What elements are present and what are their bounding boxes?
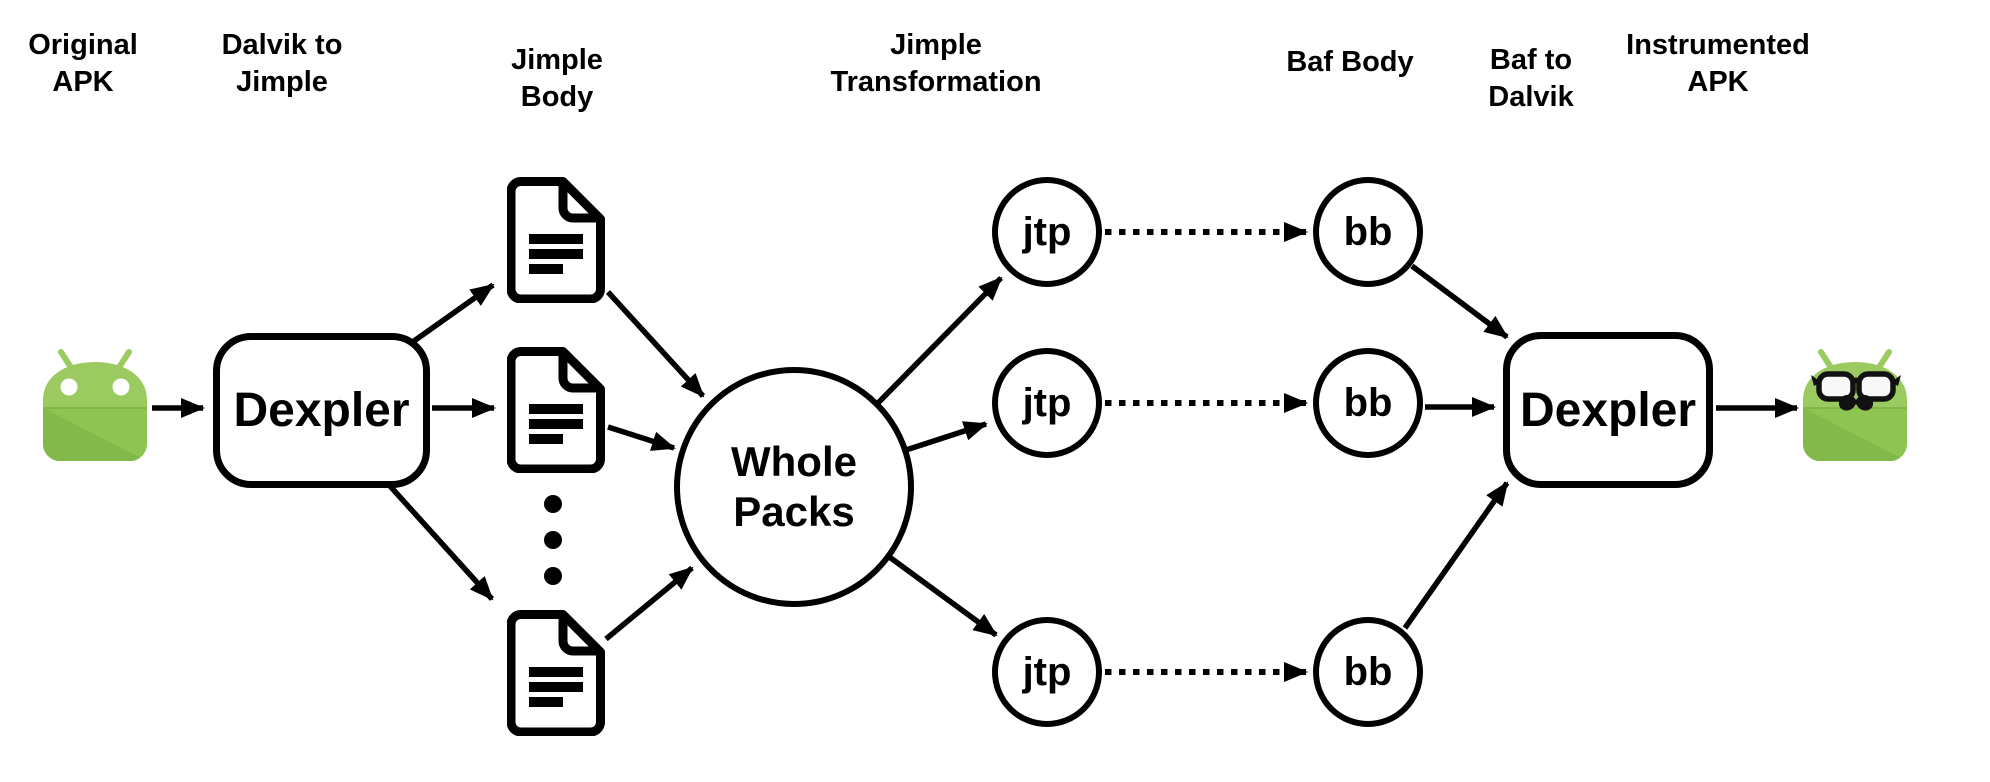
edge-dexpler-front-to-doc-1 (412, 282, 495, 344)
node-bb-label: bb (1343, 380, 1393, 425)
node-jtp-label: jtp (1022, 649, 1072, 694)
node-jtp-1: jtp (992, 177, 1102, 287)
node-whole-packs-label: Whole Packs (731, 437, 857, 535)
edge-dexpler-front-to-doc-3 (387, 484, 495, 601)
column-label-original-apk: Original APK (28, 29, 138, 99)
node-jtp-2: jtp (992, 348, 1102, 458)
vertical-ellipsis-icon (544, 495, 562, 585)
node-bb-2: bb (1313, 348, 1423, 458)
node-dexpler-front-label: Dexpler (233, 384, 410, 437)
node-bb-label: bb (1343, 209, 1393, 254)
column-label-jimple-transformation: Jimple Transformation (830, 29, 1042, 99)
node-jtp-label: jtp (1022, 209, 1072, 254)
edge-doc-1-to-whole-packs (605, 290, 706, 398)
column-label-baf-body: Baf Body (1286, 46, 1414, 78)
node-bb-1: bb (1313, 177, 1423, 287)
node-whole-packs: Whole Packs (674, 367, 914, 607)
document-icon (511, 615, 601, 733)
edge-whole-packs-to-jtp-2 (905, 421, 988, 453)
node-dexpler-back-label: Dexpler (1519, 383, 1697, 437)
edge-whole-packs-to-jtp-3 (886, 553, 998, 638)
node-dexpler-back: Dexpler (1503, 332, 1713, 488)
node-dexpler-front: Dexpler (213, 333, 430, 488)
column-label-dalvik-to-jimple: Dalvik to Jimple (221, 29, 343, 99)
column-label-baf-to-dalvik: Baf to Dalvik (1488, 44, 1574, 114)
edge-doc-3-to-whole-packs (604, 565, 694, 642)
glasses-lens (1816, 371, 1856, 402)
edge-bb-1-to-dexpler-back (1410, 263, 1509, 340)
node-jtp-label: jtp (1022, 380, 1072, 425)
glasses-bridge (1850, 377, 1862, 385)
node-jtp-3: jtp (992, 617, 1102, 727)
document-icon (511, 182, 601, 300)
edge-whole-packs-to-jtp-1 (875, 276, 1003, 406)
document-icon (511, 352, 601, 470)
node-bb-3: bb (1313, 617, 1423, 727)
android-robot-glasses-mustache-icon (1803, 352, 1907, 461)
edge-doc-2-to-whole-packs (607, 424, 676, 451)
node-bb-label: bb (1343, 649, 1393, 694)
android-robot-icon (43, 352, 147, 461)
mustache (1838, 395, 1874, 411)
nerd-glasses-mustache-overlay (1811, 371, 1901, 411)
edge-bb-3-to-dexpler-back (1402, 481, 1510, 630)
column-label-instrumented-apk: Instrumented APK (1626, 29, 1810, 99)
column-label-jimple-body: Jimple Body (511, 44, 603, 114)
glasses-lens (1856, 371, 1896, 402)
